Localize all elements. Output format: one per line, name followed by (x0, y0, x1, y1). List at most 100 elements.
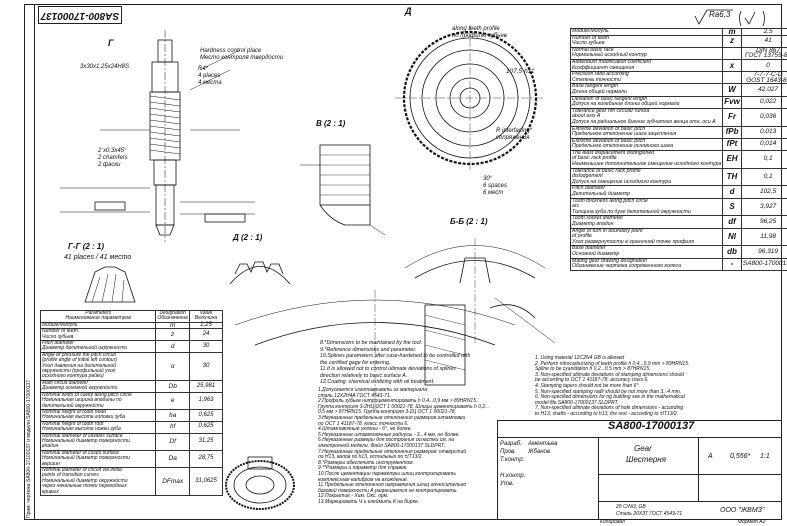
gear-param-row: Angle of turn in boundary point of profi… (571, 228, 787, 246)
spline-param-value: 0,625 (190, 409, 223, 421)
gear-param-value: 7-7-7-C-D GOST 1643-81 (741, 72, 787, 84)
gear-param-symbol: fPt (723, 138, 742, 150)
gear-front-view (395, 20, 545, 170)
spline-param-value: 30 (190, 341, 223, 353)
gear-param-symbol: Fr (723, 108, 742, 126)
view-v-drawing (290, 135, 390, 245)
gear-param-name: Angle of turn in boundary point of profi… (571, 228, 723, 246)
spline-param-value: 1,963 (190, 392, 223, 409)
gear-param-name: Tooth thickness along pitch circle arc Т… (571, 198, 723, 216)
gear-param-name: The least displacement distingished of b… (571, 150, 723, 168)
section-g-drawing (80, 262, 140, 312)
gear-param-name: Addendum modification coefficient Коэффи… (571, 59, 723, 71)
gear-param-value: 11,98 (741, 228, 787, 246)
view-d-title: Д (2 : 1) (233, 234, 262, 241)
role-4: Н.контр. (500, 473, 525, 480)
hardness-callout: Hardness control place Место контроля тв… (200, 48, 283, 62)
gear-param-name: Number of teeth Число зубьев (571, 35, 723, 47)
gear-param-name: Base tangent length Длина общей нормали (571, 84, 723, 96)
spline-param-symbol: α (156, 352, 190, 380)
spaces-callout: 30° 6 spaces 6 мест (483, 176, 507, 197)
roughness-value: Ra6,3 (709, 11, 730, 18)
spline-param-value: 30 (190, 352, 223, 380)
role-5: Утв. (500, 481, 514, 488)
gear-param-symbol: df (723, 216, 742, 228)
gear-param-value: DIN 867 ГОСТ 13755-81 (741, 47, 787, 59)
diameter-callout: 107,5 h11 (506, 68, 534, 75)
title-number: SA800-17000137 (608, 423, 694, 430)
spline-param-row: Pitch diameter Диаметр делительной окруж… (41, 341, 223, 353)
section-g-places: 41 places / 41 место (64, 254, 131, 261)
spline-param-row: Nominal height of tooth root Номинальная… (41, 421, 223, 433)
bottom-strip-note: Прим. чертежа SA800-17100137 и модели SA… (26, 380, 32, 518)
header-value: Value Величина (190, 311, 223, 323)
gear-param-value: 0,036 (741, 108, 787, 126)
spline-table-header: Parameters Наименование параметров Desig… (41, 311, 223, 323)
gear-param-name: Pitch diameter Делительный диаметр (571, 186, 723, 198)
gear-param-symbol: TH (723, 168, 742, 186)
thread-callout: 3x30x1,25x24H8S (80, 64, 129, 71)
gear-param-name: Base diameter Основной диаметр (571, 246, 723, 258)
spline-param-row: Angle of pressure the pitch circuit (pro… (41, 352, 223, 380)
gear-param-value: 0 (741, 59, 787, 71)
gear-param-value: 96,25 (741, 216, 787, 228)
spline-param-symbol: Db (156, 380, 190, 392)
spline-parameters-table: Parameters Наименование параметров Desig… (40, 310, 223, 496)
role-0: Разраб. (500, 441, 522, 448)
gear-param-name: Extreme deviation of basic pitch Предель… (571, 138, 723, 150)
gear-param-row: Precision ratio according Степень точнос… (571, 72, 787, 84)
gear-param-row: Extreme deviation of basic pitch Предель… (571, 138, 787, 150)
gear-param-value: 96,319 (741, 246, 787, 258)
interfacing-callout: R interfacing* сопряжения (496, 128, 532, 142)
spline-param-row: Nominal diameter of circuit via initial … (41, 467, 223, 495)
gear-param-value: 0,022 (741, 96, 787, 108)
gear-param-name: Tolerance gear rim circular runout about… (571, 108, 723, 126)
gear-param-value: SA800-17000138 (741, 258, 787, 270)
view-d-top-label: Д (405, 8, 412, 15)
gear-param-symbol: Nl (723, 228, 742, 246)
gear-param-symbol (723, 72, 742, 84)
title-name-en: Gear (634, 445, 652, 452)
gear-param-row: Tolerance of basic rack profile dislodge… (571, 168, 787, 186)
places-callout: R4* 4 places 4 места (198, 66, 222, 87)
gear-param-value: 2,5 (741, 29, 787, 36)
gear-param-row: Deviation of basic tangent length Допуск… (571, 96, 787, 108)
spline-param-row: Main circuit diameter Диаметр основной о… (41, 380, 223, 392)
spline-param-name: Nominal diameter of cavities surface Ном… (41, 433, 156, 450)
gear-param-symbol: - (723, 258, 742, 270)
small-gear-view (220, 455, 300, 515)
gear-param-value: 102,5 (741, 186, 787, 198)
gear-param-value: 3,927 (741, 198, 787, 216)
name-1: Жбанов (528, 449, 550, 456)
gear-param-value: 0,014 (741, 138, 787, 150)
spline-param-value: 0,625 (190, 421, 223, 433)
title-name-ru: Шестерня (626, 456, 666, 463)
shaft-drawing (40, 30, 260, 245)
notes-russian: 1.Допускается изготавливать из материала… (318, 388, 489, 505)
spline-param-row: Nominal diameter of cusps surface Номина… (41, 450, 223, 467)
gear-param-name: Extreme deviation of basic pitch Предель… (571, 126, 723, 138)
spline-param-name: Nominal diameter of cusps surface Номина… (41, 450, 156, 467)
gear-param-value: 42,027 (741, 84, 787, 96)
spline-param-symbol: DFmax (156, 467, 190, 495)
gear-param-name: Tooth socket diameter Диаметр впадин (571, 216, 723, 228)
gear-param-value: 0,013 (741, 126, 787, 138)
gear-param-symbol: fPb (723, 126, 742, 138)
spline-param-symbol: d (156, 341, 190, 353)
gear-param-symbol: m (723, 29, 742, 36)
spline-param-symbol: hf (156, 421, 190, 433)
spline-param-value: 25,981 (190, 380, 223, 392)
role-2: Т.контр. (500, 457, 524, 464)
spline-param-row: Nominal width of cavity along pitch circ… (41, 392, 223, 409)
gear-param-symbol: S (723, 198, 742, 216)
gear-param-symbol: Fvw (723, 96, 742, 108)
gear-param-row: Tolerance gear rim circular runout about… (571, 108, 787, 126)
spline-param-value: 31,25 (190, 433, 223, 450)
letter-g-label: Г (108, 40, 114, 47)
